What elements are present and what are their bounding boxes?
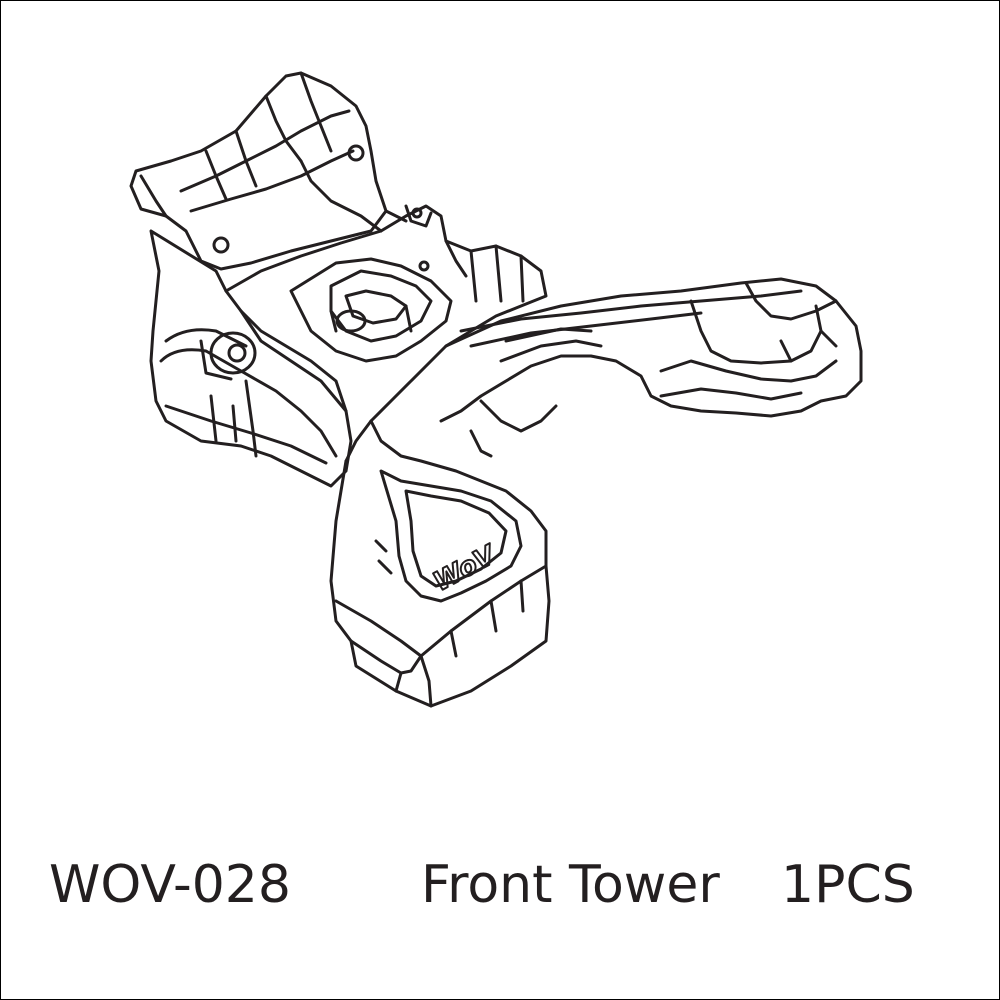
center-section: [224, 204, 548, 463]
front-tower-illustration: WoV: [129, 71, 863, 708]
part-quantity: 1PCS: [781, 855, 915, 915]
connecting-lines: [239, 159, 468, 413]
left-body: [149, 229, 353, 488]
front-skirt: WoV: [329, 419, 551, 708]
left-cradle: [129, 71, 388, 271]
part-name: Front Tower: [421, 855, 720, 915]
right-arm: [439, 277, 863, 458]
wov-logo: WoV: [429, 540, 502, 598]
part-number: WOV-028: [49, 855, 291, 915]
